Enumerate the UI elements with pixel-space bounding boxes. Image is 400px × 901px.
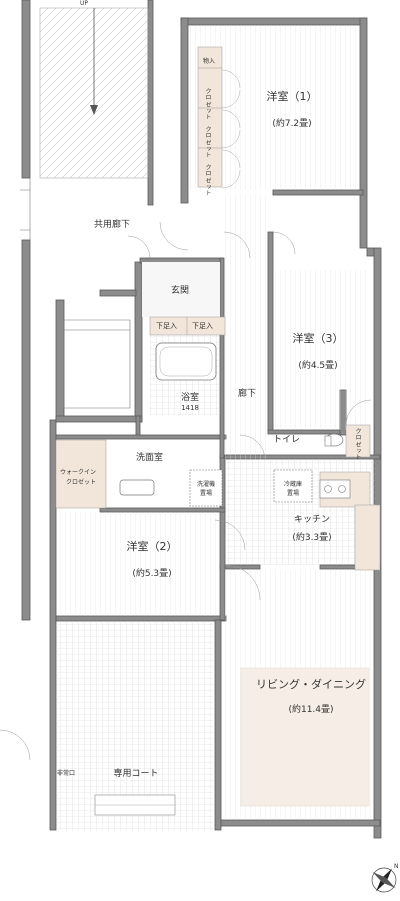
room-western3-name: 洋室（3） xyxy=(292,332,344,345)
washroom-label: 洗面室 xyxy=(136,453,164,463)
entrance-label: 玄関 xyxy=(171,286,190,296)
closet-label-2: クロ ゼット xyxy=(204,126,211,158)
room-western3-size: (約4.5畳) xyxy=(298,361,338,371)
compass-rose-icon: N xyxy=(371,863,399,893)
stove-icon xyxy=(319,479,351,499)
entrance-floor xyxy=(142,262,220,317)
door-swings xyxy=(0,221,372,761)
top-closet-label: 物入 xyxy=(203,58,216,65)
room-bath-size: 1418 xyxy=(181,404,199,412)
emergency-exit-label: 非常口 xyxy=(57,770,76,777)
washer-label-2: 置場 xyxy=(199,490,213,497)
walkin-closet-label-2: クロゼット xyxy=(66,479,97,486)
room-western1-size: (約7.2畳) xyxy=(272,119,312,129)
room-living-size: (約11.4畳) xyxy=(288,705,334,715)
room-living-name: リビング・ダイニング xyxy=(256,678,366,691)
shoe-cabinet-label-1: 下足入 xyxy=(156,322,177,330)
room-kitchen-name: キッチン xyxy=(293,515,331,525)
closet-label-1: クロ ゼット xyxy=(204,88,211,120)
sink-icon xyxy=(119,479,155,496)
shoe-cabinet-label-2: 下足入 xyxy=(192,322,213,330)
room-bath-name: 浴室 xyxy=(180,393,200,403)
fridge-label-1: 冷蔵庫 xyxy=(283,481,303,488)
bathtub-icon xyxy=(155,342,217,381)
corridor-floor xyxy=(224,195,268,460)
living-accent xyxy=(240,667,370,807)
washer-space xyxy=(189,469,223,507)
svg-text:N: N xyxy=(394,863,399,870)
closet-column-western1 xyxy=(197,46,241,189)
toilet-closet xyxy=(345,424,371,458)
room-kitchen-size: (約3.3畳) xyxy=(292,533,332,543)
room-western1-name: 洋室（1） xyxy=(266,90,318,103)
corridor-label: 廊下 xyxy=(238,389,257,399)
stairwell xyxy=(39,7,149,179)
court-label: 専用コート xyxy=(113,769,159,779)
western3-floor xyxy=(273,270,368,430)
common-corridor-label: 共用廊下 xyxy=(94,220,131,230)
room-western2-size: (約5.3畳) xyxy=(132,569,172,579)
room-western2-name: 洋室（2） xyxy=(126,540,178,553)
toilet-closet-label: クロ ゼット xyxy=(354,428,361,460)
western2-floor xyxy=(56,512,220,616)
stair-up-label: UP xyxy=(80,0,89,7)
toilet-label: トイレ xyxy=(273,435,301,445)
fridge-space xyxy=(273,469,313,503)
closet-label-3: クロ ゼット xyxy=(204,164,211,196)
washer-label-1: 洗濯機 xyxy=(196,481,216,488)
kitchen-side xyxy=(354,504,381,571)
walkin-closet xyxy=(55,439,107,509)
shoe-cabinet xyxy=(149,316,226,336)
fridge-label-2: 置場 xyxy=(286,490,300,497)
walkin-closet-label-1: ウォークイン xyxy=(60,469,97,476)
